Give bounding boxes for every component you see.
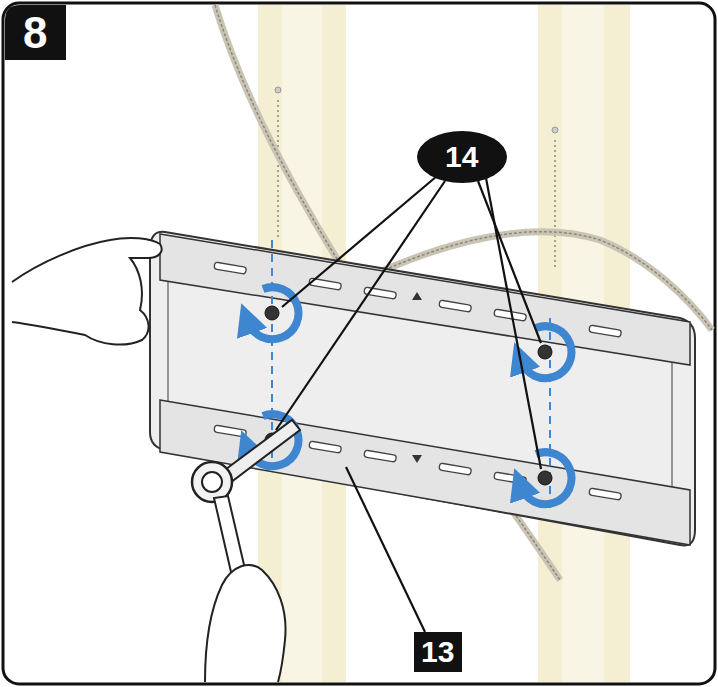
stud-mark <box>552 127 558 133</box>
callout-box <box>414 632 462 672</box>
callout-number: 14 <box>445 142 478 172</box>
leader-line <box>276 176 541 632</box>
wall-plate <box>150 232 695 546</box>
stud-line <box>555 140 556 270</box>
stud-mark <box>275 87 281 93</box>
hand <box>12 238 162 345</box>
step-box <box>5 5 66 60</box>
rail-slots <box>214 262 622 500</box>
bottom-rail <box>160 400 690 545</box>
lag-bolt <box>265 306 552 485</box>
frame <box>3 3 715 684</box>
step-number: 8 <box>23 11 47 55</box>
stud-line <box>278 100 279 240</box>
ratchet-head <box>202 472 222 492</box>
rotation-arrow <box>248 287 571 504</box>
hand <box>205 565 286 682</box>
top-rail <box>160 234 690 365</box>
callout-number: 13 <box>421 637 454 667</box>
down-mark <box>412 455 422 463</box>
up-mark <box>412 292 422 300</box>
callout-bubble <box>417 131 507 183</box>
